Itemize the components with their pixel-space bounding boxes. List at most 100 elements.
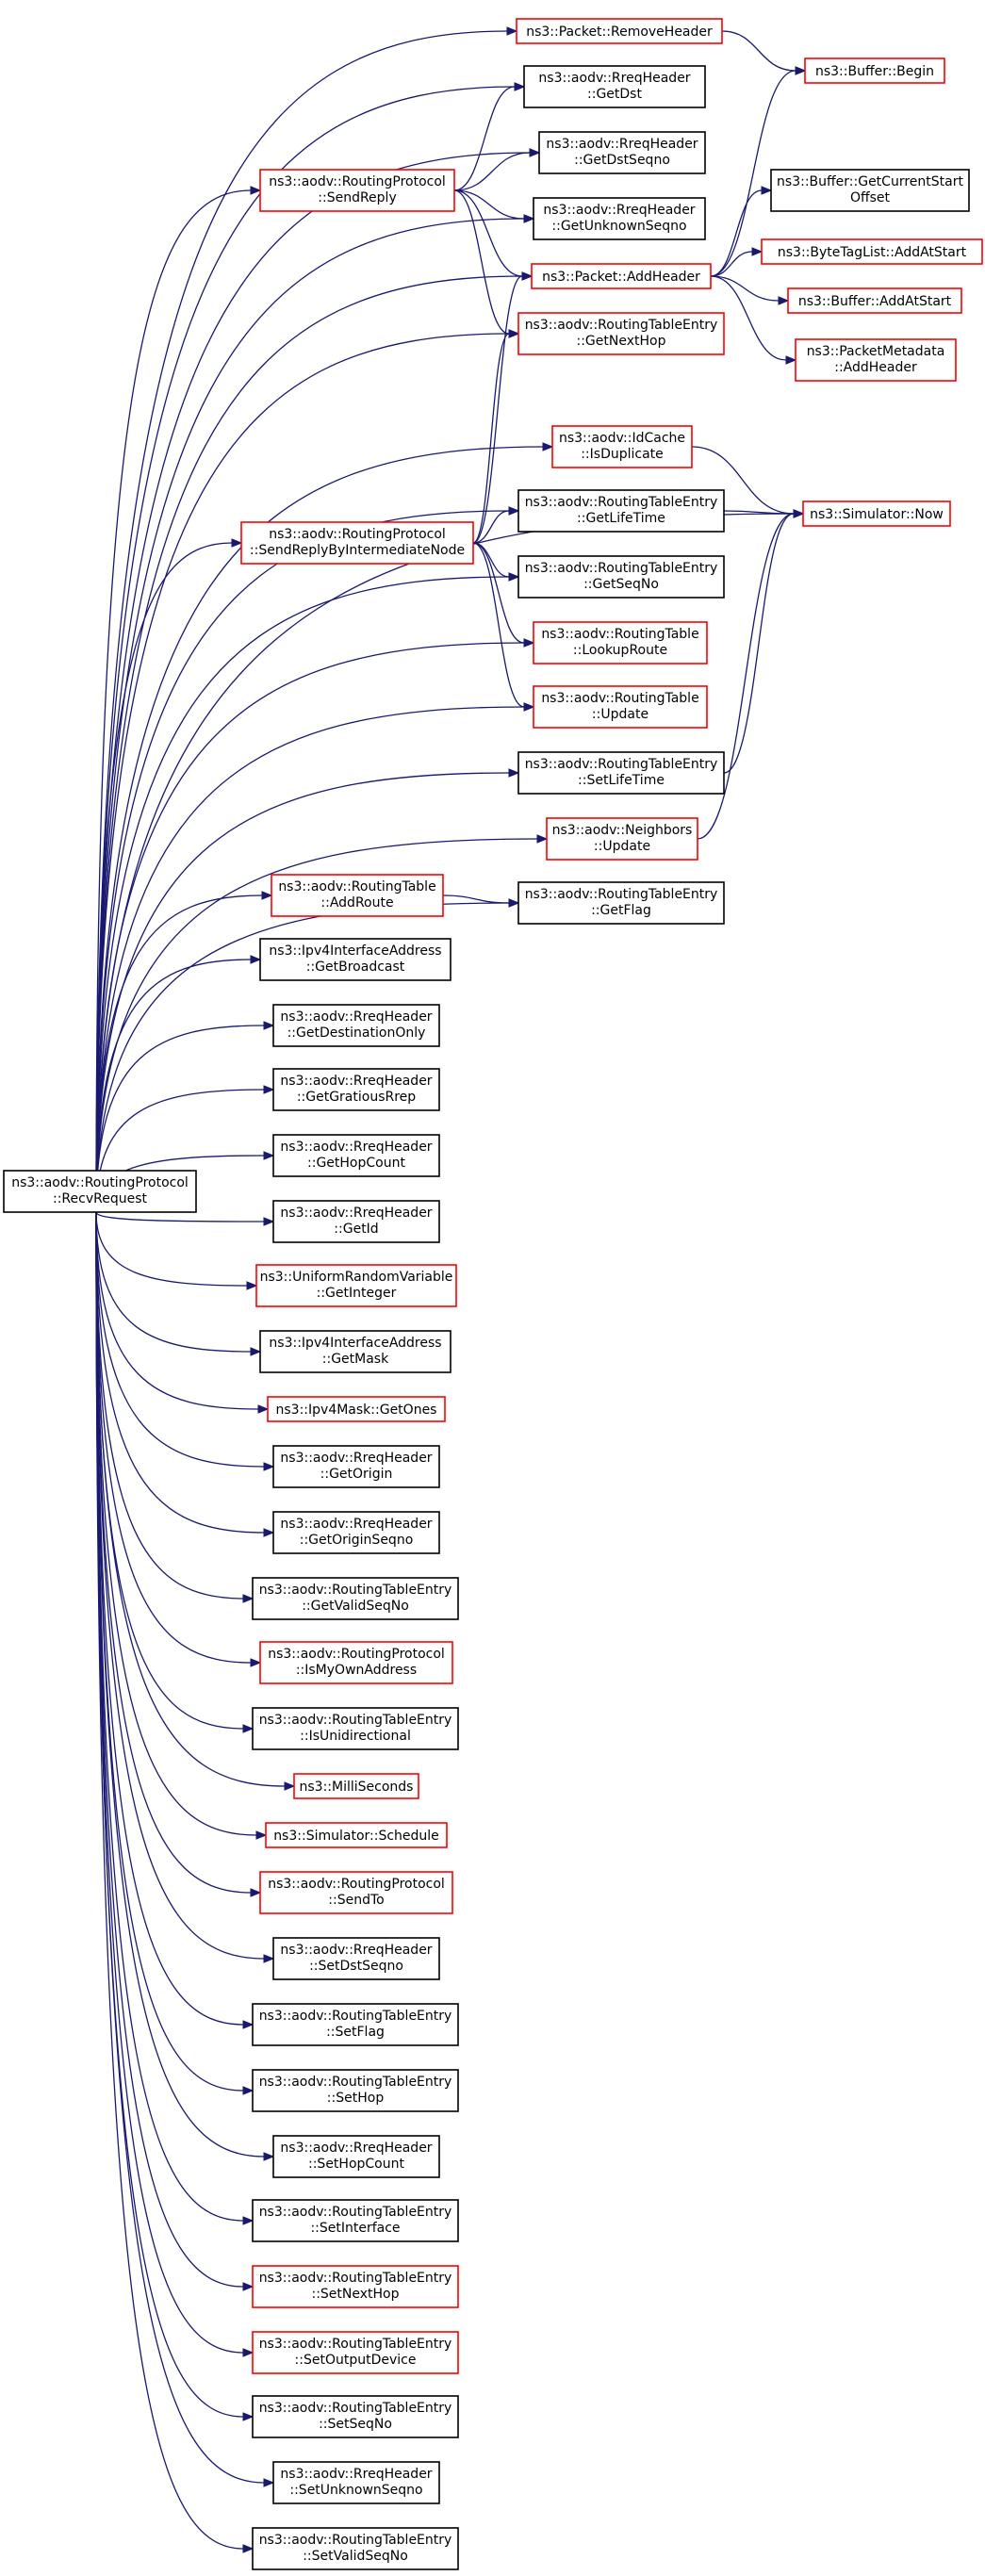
node-ipv4mask-get-ones[interactable]: ns3::Ipv4Mask::GetOnes bbox=[267, 1396, 446, 1422]
node-rt-add-route[interactable]: ns3::aodv::RoutingTable::AddRoute bbox=[271, 874, 444, 917]
node-label-line: ::GetId bbox=[334, 1222, 378, 1237]
node-box bbox=[265, 1822, 448, 1848]
node-rte-get-next-hop[interactable]: ns3::aodv::RoutingTableEntry::GetNextHop bbox=[517, 312, 725, 355]
node-label-line: ns3::aodv::RreqHeader bbox=[280, 2141, 432, 2156]
edge-recv_request-to-rt_add_route bbox=[95, 891, 273, 1213]
node-rp-is-my-own-address[interactable]: ns3::aodv::RoutingProtocol::IsMyOwnAddre… bbox=[259, 1641, 453, 1684]
edge-packet_add_header-to-bytetag_add_at_start bbox=[710, 247, 763, 277]
node-rreq-get-origin-seqno[interactable]: ns3::aodv::RreqHeader::GetOriginSeqno bbox=[272, 1511, 440, 1554]
node-rte-set-seqno[interactable]: ns3::aodv::RoutingTableEntry::SetSeqNo bbox=[252, 2395, 459, 2438]
edge-arrowhead bbox=[263, 1021, 275, 1030]
edge-recv_request-to-rp_is_my_own_address bbox=[95, 1211, 262, 1667]
node-ifaddr-get-broadcast[interactable]: ns3::Ipv4InterfaceAddress::GetBroadcast bbox=[259, 938, 451, 981]
edge-line bbox=[710, 251, 753, 277]
node-box bbox=[272, 1511, 440, 1554]
node-label-line: ::LookupRoute bbox=[573, 643, 667, 658]
node-rp-send-to[interactable]: ns3::aodv::RoutingProtocol::SendTo bbox=[259, 1871, 453, 1914]
node-idcache-is-duplicate[interactable]: ns3::aodv::IdCache::IsDuplicate bbox=[551, 425, 693, 468]
node-rte-get-flag[interactable]: ns3::aodv::RoutingTableEntry::GetFlag bbox=[517, 881, 725, 925]
edge-arrowhead bbox=[263, 1528, 275, 1537]
node-bytetag-add-at-start[interactable]: ns3::ByteTagList::AddAtStart bbox=[761, 238, 983, 265]
edge-arrowhead bbox=[242, 2216, 254, 2225]
node-neighbors-update[interactable]: ns3::aodv::Neighbors::Update bbox=[546, 817, 698, 861]
node-rreq-set-hop-count[interactable]: ns3::aodv::RreqHeader::SetHopCount bbox=[272, 2135, 440, 2178]
node-rreq-get-gratious-rrep[interactable]: ns3::aodv::RreqHeader::GetGratiousRrep bbox=[272, 1068, 440, 1111]
node-rte-get-valid-seqno[interactable]: ns3::aodv::RoutingTableEntry::GetValidSe… bbox=[252, 1577, 459, 1620]
edge-send_reply-to-rreq_get_dst_seqno bbox=[453, 148, 541, 191]
node-rte-set-flag[interactable]: ns3::aodv::RoutingTableEntry::SetFlag bbox=[252, 2003, 459, 2046]
node-rte-is-unidirectional[interactable]: ns3::aodv::RoutingTableEntry::IsUnidirec… bbox=[252, 1707, 459, 1750]
node-label-line: ns3::aodv::RreqHeader bbox=[546, 137, 698, 152]
node-rreq-set-unknown-seqno[interactable]: ns3::aodv::RreqHeader::SetUnknownSeqno bbox=[272, 2461, 440, 2504]
node-milliseconds[interactable]: ns3::MilliSeconds bbox=[293, 1773, 419, 1799]
node-box bbox=[252, 2265, 459, 2308]
node-rte-set-interface[interactable]: ns3::aodv::RoutingTableEntry::SetInterfa… bbox=[252, 2199, 459, 2242]
node-ifaddr-get-mask[interactable]: ns3::Ipv4InterfaceAddress::GetMask bbox=[259, 1330, 451, 1373]
node-rte-set-hop[interactable]: ns3::aodv::RoutingTableEntry::SetHop bbox=[252, 2069, 459, 2112]
edge-arrowhead bbox=[242, 2412, 254, 2421]
node-box bbox=[272, 1004, 440, 1047]
node-box bbox=[272, 1200, 440, 1243]
node-packet-add-header[interactable]: ns3::Packet::AddHeader bbox=[531, 263, 712, 289]
edge-recv_request-to-idcache_is_duplicate bbox=[95, 442, 554, 1213]
edge-arrowhead bbox=[793, 509, 805, 518]
edge-recv_request-to-send_reply bbox=[95, 186, 262, 1213]
node-rte-get-seqno[interactable]: ns3::aodv::RoutingTableEntry::GetSeqNo bbox=[517, 555, 725, 599]
edge-line bbox=[95, 1211, 244, 2418]
node-label-line: ::SendReplyByIntermediateNode bbox=[250, 543, 465, 558]
node-label-line: ns3::aodv::RreqHeader bbox=[280, 1206, 432, 1221]
node-send-reply-intermediate[interactable]: ns3::aodv::RoutingProtocol::SendReplyByI… bbox=[240, 521, 474, 565]
node-rt-update[interactable]: ns3::aodv::RoutingTable::Update bbox=[533, 685, 708, 729]
node-rreq-get-dst[interactable]: ns3::aodv::RreqHeader::GetDst bbox=[523, 65, 706, 108]
edge-line bbox=[95, 1211, 244, 2222]
node-rte-get-lifetime[interactable]: ns3::aodv::RoutingTableEntry::GetLifeTim… bbox=[517, 489, 725, 533]
nodes-layer: ns3::aodv::RoutingProtocol::RecvRequestn… bbox=[3, 18, 983, 2570]
node-box bbox=[531, 263, 712, 289]
node-rte-set-valid-seqno[interactable]: ns3::aodv::RoutingTableEntry::SetValidSe… bbox=[252, 2527, 459, 2570]
node-rte-set-output-device[interactable]: ns3::aodv::RoutingTableEntry::SetOutputD… bbox=[252, 2331, 459, 2374]
node-rte-set-next-hop[interactable]: ns3::aodv::RoutingTableEntry::SetNextHop bbox=[252, 2265, 459, 2308]
edge-recv_request-to-rte_set_lifetime bbox=[95, 768, 520, 1213]
node-rreq-get-unknown-seqno[interactable]: ns3::aodv::RreqHeader::GetUnknownSeqno bbox=[533, 197, 706, 240]
node-buffer-add-at-start[interactable]: ns3::Buffer::AddAtStart bbox=[787, 287, 962, 314]
node-buffer-begin[interactable]: ns3::Buffer::Begin bbox=[804, 57, 945, 84]
node-metadata-add-header[interactable]: ns3::PacketMetadata::AddHeader bbox=[795, 338, 957, 382]
edge-recv_request-to-remove_header bbox=[95, 26, 518, 1213]
node-label-line: ::SetHop bbox=[327, 2091, 385, 2106]
node-send-reply[interactable]: ns3::aodv::RoutingProtocol::SendReply bbox=[259, 169, 455, 212]
node-box bbox=[252, 2331, 459, 2374]
edge-line bbox=[710, 189, 763, 277]
node-simulator-schedule[interactable]: ns3::Simulator::Schedule bbox=[265, 1822, 448, 1848]
node-box bbox=[255, 1264, 457, 1307]
node-rt-lookup-route[interactable]: ns3::aodv::RoutingTable::LookupRoute bbox=[533, 621, 708, 665]
edge-line bbox=[95, 446, 544, 1213]
edge-arrowhead bbox=[242, 2348, 254, 2357]
edge-arrowhead bbox=[242, 2544, 254, 2553]
node-rreq-set-dst-seqno[interactable]: ns3::aodv::RreqHeader::SetDstSeqno bbox=[272, 1937, 440, 1980]
node-box bbox=[517, 881, 725, 925]
node-simulator-now[interactable]: ns3::Simulator::Now bbox=[802, 500, 951, 527]
edge-arrowhead bbox=[231, 538, 243, 548]
edge-arrowhead bbox=[261, 891, 273, 900]
node-label-line: ns3::Packet::RemoveHeader bbox=[526, 25, 713, 40]
node-uniform-get-integer[interactable]: ns3::UniformRandomVariable::GetInteger bbox=[255, 1264, 457, 1307]
edge-send_reply-to-rreq_get_dst bbox=[453, 82, 526, 191]
node-rte-set-lifetime[interactable]: ns3::aodv::RoutingTableEntry::SetLifeTim… bbox=[517, 751, 725, 795]
edge-arrowhead bbox=[263, 2478, 275, 2487]
node-remove-header[interactable]: ns3::Packet::RemoveHeader bbox=[516, 18, 723, 44]
node-rreq-get-id[interactable]: ns3::aodv::RreqHeader::GetId bbox=[272, 1200, 440, 1243]
edge-recv_request-to-rreq_set_unknown_seqno bbox=[95, 1211, 275, 2487]
node-box bbox=[802, 500, 951, 527]
node-label-line: ns3::Simulator::Schedule bbox=[273, 1829, 439, 1844]
node-rreq-get-hop-count[interactable]: ns3::aodv::RreqHeader::GetHopCount bbox=[272, 1134, 440, 1177]
edge-line bbox=[95, 513, 795, 1213]
node-rreq-get-dst-seqno[interactable]: ns3::aodv::RreqHeader::GetDstSeqno bbox=[538, 131, 706, 174]
node-box bbox=[271, 874, 444, 917]
node-rreq-get-destination-only[interactable]: ns3::aodv::RreqHeader::GetDestinationOnl… bbox=[272, 1004, 440, 1047]
node-label-line: Offset bbox=[850, 190, 891, 205]
node-rreq-get-origin[interactable]: ns3::aodv::RreqHeader::GetOrigin bbox=[272, 1445, 440, 1488]
node-box bbox=[259, 1641, 453, 1684]
node-box bbox=[252, 2069, 459, 2112]
edge-remove_header-to-buffer_begin bbox=[721, 30, 807, 75]
